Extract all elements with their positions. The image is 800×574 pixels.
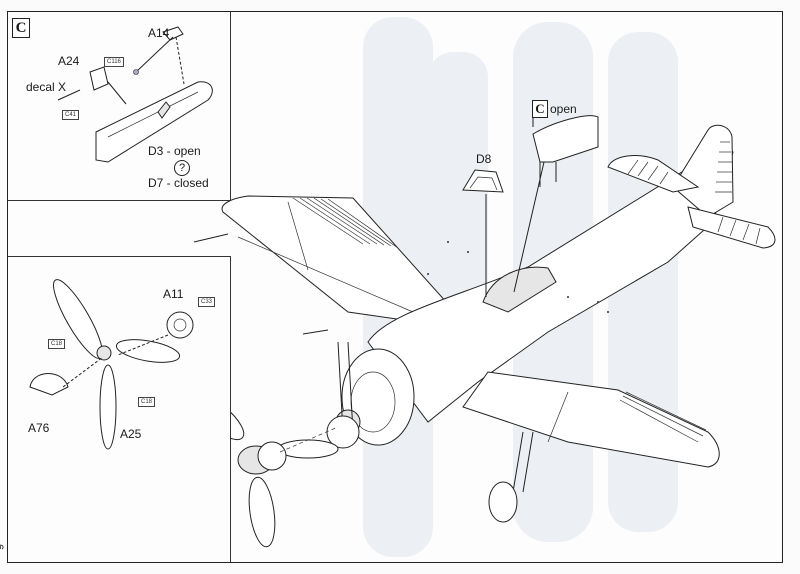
cooling-fan [257,441,287,471]
canopy-clear-part [157,101,171,119]
left-stabilizer [607,155,700,193]
inset-propeller-detail: A11 C33 C18 C18 A76 A25 [8,256,231,562]
tag-c18-blade: C18 [48,339,66,349]
tag-c18-hub: C18 [138,397,156,407]
elevator-lines [627,159,761,245]
right-stabilizer [687,206,776,249]
tag-c116: C116 [104,57,124,67]
label-d8: D8 [476,152,492,166]
inset-c-box-letter: C [12,18,30,38]
rudder-lines [715,141,732,193]
right-wheel [488,481,518,523]
left-wing-flap-lines [292,197,399,249]
open-note-box-letter: C [532,100,548,118]
left-wing [221,195,449,323]
propeller-blade-lower [248,476,276,548]
label-a25: A25 [120,427,142,441]
page-number: 6 [0,544,5,550]
label-a14: A14 [148,26,170,40]
label-d3-open: D3 - open [148,144,201,158]
aircraft-assembly-drawing [191,108,776,548]
a11-fan-part [166,311,194,339]
label-decal-x: decal X [26,80,67,94]
d8-part [462,169,504,193]
label-a24: A24 [58,54,80,68]
vertical-tail [672,124,734,218]
canopy [482,266,557,313]
right-wing [462,371,720,468]
prop-hub-part [96,345,112,361]
label-a11: A11 [163,287,184,301]
main-gear-right [512,431,524,493]
blade-right-part [115,339,181,363]
tag-c41: C41 [62,110,80,120]
inset-canopy-detail: C A14 A24 decal X C116 C41 D3 - open ? D… [8,12,231,201]
question-mark-icon: ? [174,160,190,176]
label-d7-closed: D7 - closed [148,176,209,190]
a76-spinner-part [29,373,69,396]
open-note-text: open [550,102,577,116]
wing-gun [193,233,229,243]
instruction-page: C A14 A24 decal X C116 C41 D3 - open ? D… [7,11,783,563]
a24-part [89,66,109,91]
tag-c33: C33 [198,297,216,307]
label-a76: A76 [28,421,50,435]
canopy-frame-part [95,81,213,163]
open-canopy-part [532,115,599,163]
a14-part [162,26,184,41]
right-wing-flap-lines [619,391,707,443]
blade-lower-part [99,364,117,450]
